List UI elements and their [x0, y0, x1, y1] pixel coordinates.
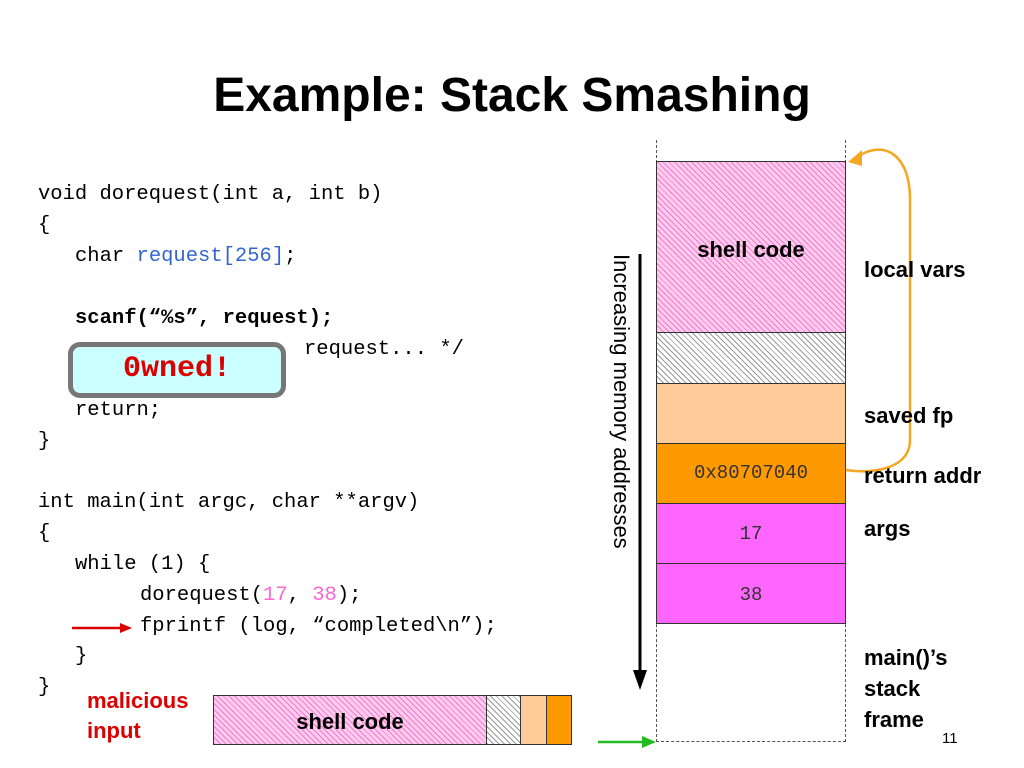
stack-shell-code-label: shell code	[697, 237, 805, 262]
stack-saved-fp-cell	[656, 383, 846, 444]
arg1-value: 17	[739, 523, 763, 545]
input-fp-block	[520, 695, 547, 745]
hijack-arrow	[845, 148, 912, 473]
code-line-main-close: }	[38, 676, 51, 699]
stack-pointer-arrow	[598, 736, 656, 748]
page-number: 11	[942, 730, 958, 747]
code-line-1: void dorequest(int a, int b)	[38, 183, 383, 206]
label-local-vars: local vars	[864, 257, 966, 282]
code-line-3: char request[256];	[75, 245, 296, 269]
label-main-frame-line1: main()’s	[864, 645, 948, 670]
return-addr-value: 0x80707040	[693, 462, 809, 484]
code-request-buffer: request[256]	[136, 245, 285, 268]
code-arg-17: 17	[263, 584, 288, 607]
input-addr-block	[546, 695, 572, 745]
return-point-arrow	[72, 623, 132, 633]
code-line-close-brace: }	[38, 430, 51, 453]
memory-axis-label: Increasing memory addresses	[609, 254, 634, 549]
label-return-addr: return addr	[864, 463, 982, 488]
code-line-main-open: {	[38, 522, 51, 545]
code-line-2: {	[38, 214, 51, 237]
code-arg-38: 38	[312, 584, 337, 607]
code-line-while-close: }	[75, 645, 88, 668]
code-arg-sep: ,	[287, 584, 313, 607]
stack-arg1-cell: 17	[656, 503, 846, 564]
label-main-frame-line2: stack	[864, 676, 921, 701]
input-padding-block	[486, 695, 521, 745]
stack-return-addr-cell: 0x80707040	[656, 443, 846, 504]
code-semicolon: ;	[284, 245, 297, 268]
label-saved-fp: saved fp	[864, 403, 954, 428]
code-line-scanf: scanf(“%s”, request);	[75, 307, 334, 330]
malicious-input-line2: input	[87, 718, 141, 743]
input-shell-code-label: shell code	[296, 709, 404, 734]
stack-arg2-cell: 38	[656, 563, 846, 624]
code-line-main: int main(int argc, char **argv)	[38, 491, 420, 514]
owned-callout: 0wned!	[68, 342, 286, 398]
label-main-frame-line3: frame	[864, 707, 924, 732]
code-call-name: dorequest(	[140, 584, 264, 607]
stack-padding-cell	[656, 332, 846, 384]
code-line-dorequest-call: dorequest(17, 38);	[140, 584, 361, 608]
code-char-keyword: char	[75, 245, 137, 268]
code-line-return: return;	[75, 399, 162, 422]
slide-title: Example: Stack Smashing	[213, 69, 811, 122]
memory-direction-arrow	[633, 254, 647, 690]
input-shell-code-block: shell code	[213, 695, 487, 745]
code-line-while: while (1) {	[75, 553, 211, 576]
stack-main-frame-region	[656, 623, 846, 742]
malicious-input-label: malicious input	[87, 686, 188, 746]
code-line-comment: request... */	[304, 338, 464, 361]
code-line-fprintf: fprintf (log, “completed\n”);	[140, 615, 497, 638]
arg2-value: 38	[739, 584, 763, 606]
code-call-close: );	[336, 584, 362, 607]
stack-shell-code-cell: shell code	[656, 161, 846, 333]
malicious-input-line1: malicious	[87, 688, 189, 713]
label-args: args	[864, 516, 911, 541]
label-main-frame: main()’s stack frame	[864, 642, 948, 735]
